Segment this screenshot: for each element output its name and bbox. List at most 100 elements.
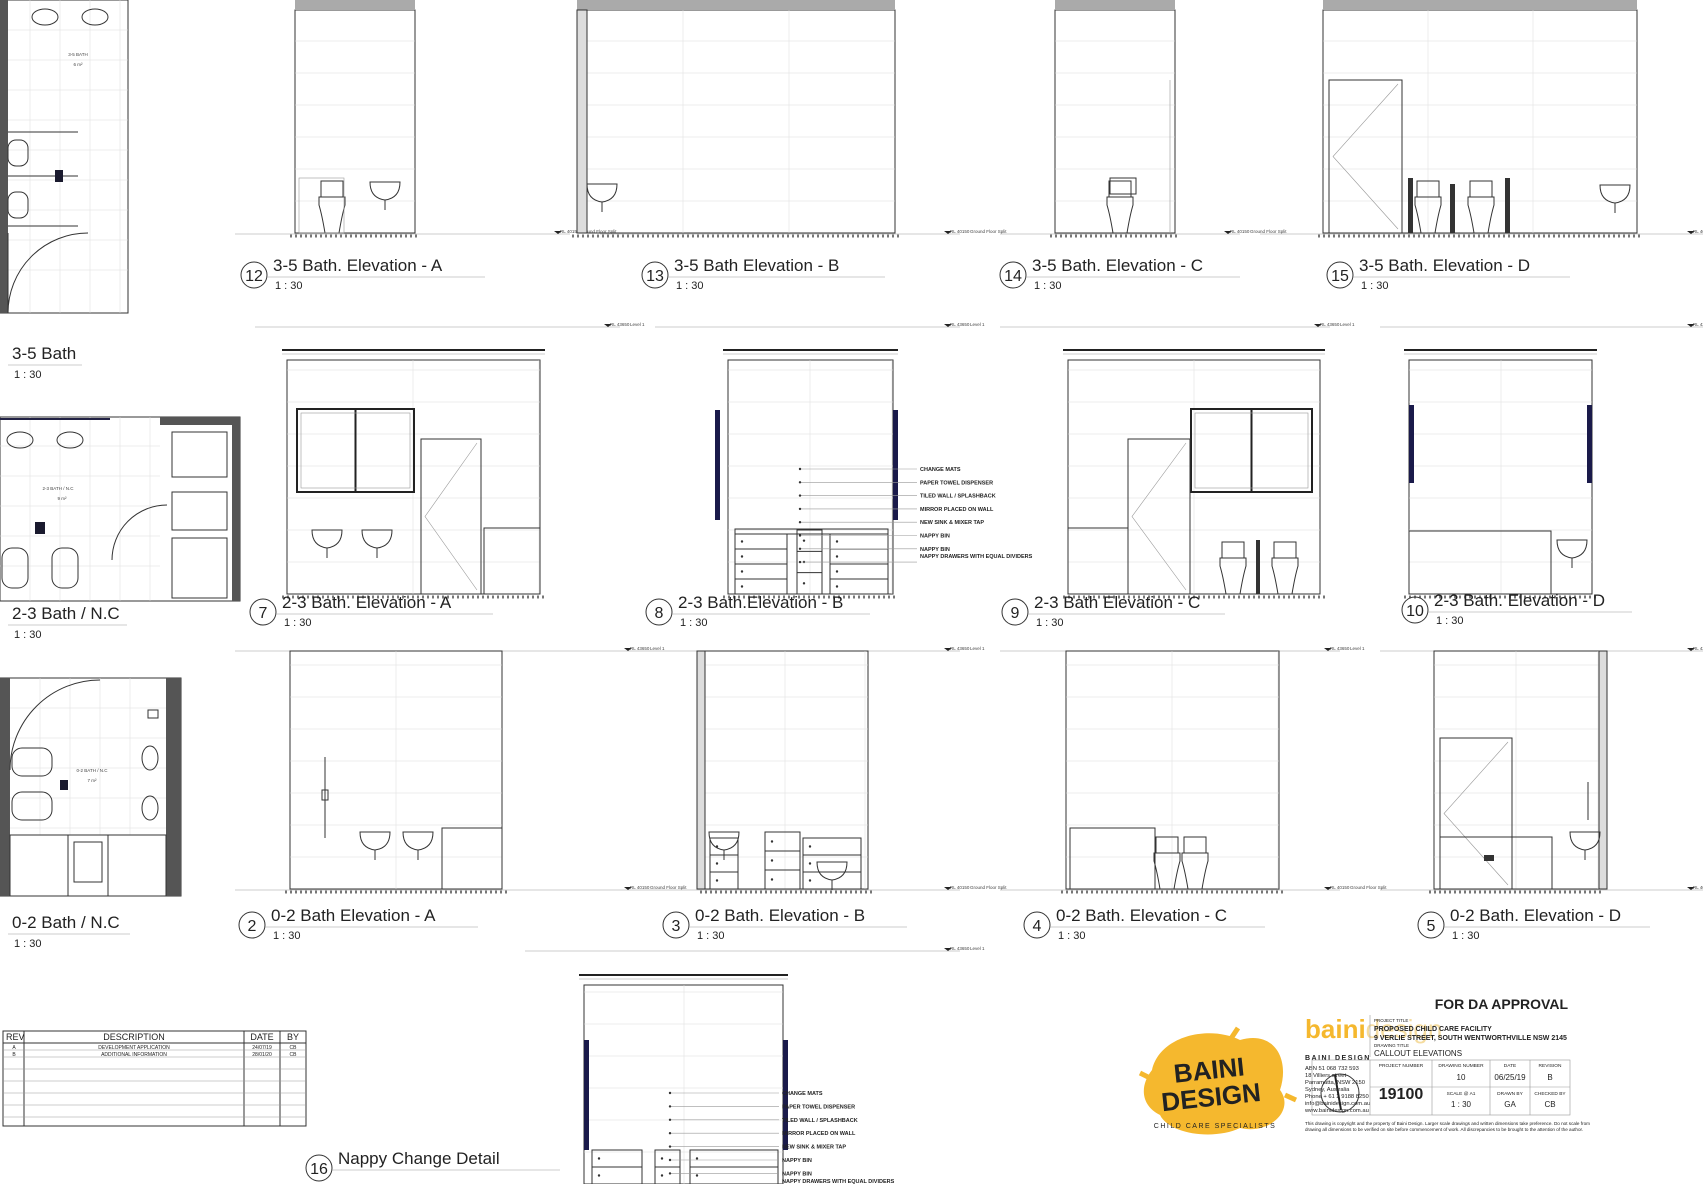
drawer-knob [695, 1157, 699, 1160]
view-title-text: 0-2 Bath. Elevation - C [1056, 906, 1227, 925]
view-number-circle [238, 911, 266, 939]
view-title: 72-3 Bath. Elevation - A1 : 30 [249, 593, 493, 629]
title-block: FOR DA APPROVAL bainidesign BAINI DESIGN… [1304, 996, 1590, 1132]
plan-scale: 1 : 30 [14, 369, 42, 381]
drawer-knob [770, 859, 774, 862]
view-number-circle [1001, 598, 1029, 626]
callout-dot [798, 521, 802, 524]
drawer-knob [597, 1157, 601, 1160]
level-name: Level 1 [970, 322, 985, 327]
view-number-circle [240, 261, 268, 289]
view-title: 82-3 Bath.Elevation - B1 : 30 [645, 593, 870, 629]
drawer-knob [835, 570, 839, 573]
view-title-text: 2-3 Bath Elevation - C [1034, 593, 1200, 612]
rev-header: REV [6, 1032, 25, 1042]
level-marker [944, 948, 952, 951]
view-title: 30-2 Bath. Elevation - B1 : 30 [662, 906, 907, 942]
address-line: Parramatta, NSW 2150 [1305, 1080, 1365, 1086]
level-label: RL 40150 [1693, 885, 1703, 890]
mirror-edge [893, 410, 898, 520]
level-name: Level 1 [970, 646, 985, 651]
view-scale: 1 : 30 [284, 617, 312, 629]
bench [1408, 530, 1552, 595]
drawing-date: 06/25/19 [1494, 1073, 1526, 1082]
disclaimer: drawing all dimensions to be verified on… [1305, 1127, 1583, 1132]
drawer-knob [808, 862, 812, 865]
cistern [1469, 180, 1493, 198]
view-title-text: 3-5 Bath. Elevation - A [273, 256, 443, 275]
bench [1439, 836, 1553, 890]
drawer-knob [715, 862, 719, 865]
view-scale: 1 : 30 [676, 280, 704, 292]
level-label: RL 40150 [1693, 229, 1703, 234]
callout-dot [668, 1132, 672, 1135]
level-marker [1224, 231, 1232, 234]
level-name: Level 1 [630, 322, 645, 327]
drawer-knob [660, 1174, 664, 1177]
rev-cell: A [12, 1045, 16, 1051]
view-number: 4 [1033, 918, 1042, 935]
drawer-knob [740, 570, 744, 573]
checked-by: CB [1544, 1100, 1555, 1109]
level-marker [1687, 648, 1695, 651]
basin [586, 183, 618, 203]
mirror-edge [715, 410, 720, 520]
basin [359, 831, 391, 851]
door [1439, 737, 1513, 890]
drawing-revision: B [1547, 1073, 1552, 1082]
field-label: DRAWN BY [1497, 1091, 1523, 1097]
level-label: RL 40150 [1230, 229, 1250, 234]
view-number-circle [249, 598, 277, 626]
drawer-knob [835, 555, 839, 558]
door [1127, 438, 1191, 595]
callout-label: NEW SINK & MIXER TAP [782, 1145, 846, 1151]
basin [402, 831, 434, 851]
callout-dot [798, 467, 802, 471]
mirror-edge [1409, 405, 1414, 483]
partition-post [1256, 540, 1260, 594]
plan-room-area: 6 m² [74, 62, 84, 67]
partition-post [1505, 178, 1510, 233]
callout-dot [798, 547, 802, 550]
rev-cell: 28/01/20 [252, 1052, 272, 1058]
view-title: 153-5 Bath. Elevation - D1 : 30 [1326, 256, 1570, 292]
plan-room-area: 9 m² [58, 496, 68, 501]
level-label: RL 40150 [950, 229, 970, 234]
field-label: REVISION [1539, 1063, 1562, 1069]
level-name: Ground Floor Split [970, 885, 1007, 890]
rev-cell: ADDITIONAL INFORMATION [101, 1052, 167, 1058]
view-number-circle [1023, 911, 1051, 939]
field-label: DRAWING NUMBER [1438, 1063, 1484, 1069]
view-title: 50-2 Bath. Elevation - D1 : 30 [1417, 906, 1650, 942]
drawer-knob [740, 555, 744, 558]
drawing-title: CALLOUT ELEVATIONS [1374, 1049, 1462, 1058]
view-number-circle [1401, 596, 1429, 624]
level-label: RL 43650 [1693, 646, 1703, 651]
level-name: Ground Floor Split [650, 885, 687, 890]
view-number-circle [641, 261, 669, 289]
view-scale: 1 : 30 [1036, 617, 1064, 629]
view-title-text: 0-2 Bath. Elevation - D [1450, 906, 1621, 925]
level-label: RL 40150 [560, 229, 580, 234]
view-number: 9 [1011, 605, 1020, 622]
rev-cell: DEVELOPMENT APPLICATION [98, 1045, 170, 1051]
view-scale: 1 : 30 [273, 930, 301, 942]
mirror-edge [1587, 405, 1592, 483]
view-title-text: 0-2 Bath Elevation - A [271, 906, 436, 925]
cistern [1183, 836, 1207, 854]
address-line: 18 Villiers street [1305, 1073, 1347, 1079]
address-line: Sydney, Australia [1305, 1087, 1350, 1093]
view-number: 8 [655, 605, 664, 622]
toilet-pan [1181, 852, 1209, 890]
level-marker [1314, 324, 1322, 327]
view-number-circle [662, 911, 690, 939]
drawer-knob [597, 1174, 601, 1177]
cistern [1221, 541, 1245, 559]
view-scale: 1 : 30 [697, 930, 725, 942]
project-title: PROPOSED CHILD CARE FACILITY [1374, 1026, 1492, 1033]
level-name: Level 1 [1340, 322, 1355, 327]
address-line: www.bainidesign.com.au [1304, 1108, 1369, 1114]
drawer-knob [695, 1174, 699, 1177]
